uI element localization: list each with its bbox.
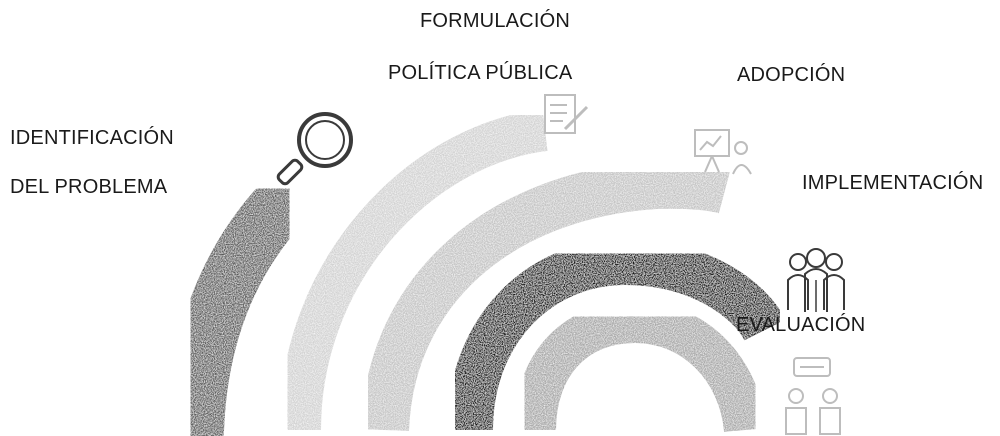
magnifier-icon — [276, 112, 353, 186]
presentation-icon — [694, 129, 752, 175]
arc-evaluacion — [514, 300, 766, 433]
label-evaluacion: EVALUACIÓN — [736, 314, 866, 336]
label-formulacion-line2: POLÍTICA PÚBLICA — [388, 62, 573, 84]
meeting-icon — [785, 357, 841, 435]
label-adopcion: ADOPCIÓN — [737, 64, 846, 86]
label-formulacion-line1: FORMULACIÓN — [420, 10, 570, 32]
arc-adopcion — [361, 160, 732, 432]
document-pen-icon — [544, 94, 589, 134]
arc-identificacion — [166, 171, 314, 436]
people-group-icon — [787, 248, 845, 312]
label-implementacion: IMPLEMENTACIÓN — [802, 172, 984, 194]
label-identificacion-line1: IDENTIFICACIÓN — [10, 127, 174, 149]
arc-formulacion — [279, 109, 548, 431]
label-identificacion-line2: DEL PROBLEMA — [10, 176, 168, 198]
arc-implementacion — [447, 238, 786, 431]
